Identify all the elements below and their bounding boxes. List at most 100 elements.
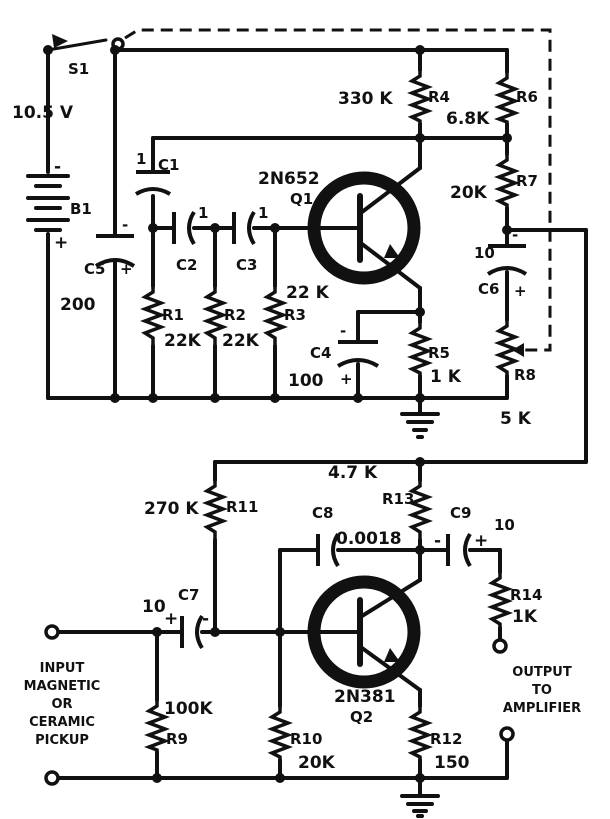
c8-label: C8: [312, 504, 333, 522]
c2-label: C2: [176, 256, 197, 274]
r11-label: R11: [226, 498, 258, 516]
c4-label: C4: [310, 344, 331, 362]
resistor-r5: R5 1 K: [407, 322, 462, 387]
q1-label: Q1: [290, 190, 313, 208]
svg-text:OR: OR: [51, 697, 72, 712]
r13-value: 4.7 K: [328, 463, 378, 483]
output-label: OUTPUT TO AMPLIFIER: [503, 665, 581, 716]
c4-minus: -: [340, 322, 346, 340]
capacitor-c7: 10 + C7 -: [142, 586, 209, 650]
c7-plus: +: [164, 609, 178, 629]
output-terminal-bottom: [499, 726, 515, 742]
c7-value: 10: [142, 597, 166, 617]
resistor-r12: R12 150: [407, 706, 470, 773]
resistor-r7: 20K R7: [450, 154, 538, 208]
c1-label: C1: [158, 156, 179, 174]
c1-value: 1: [136, 150, 146, 168]
ground-icon-lower: [400, 794, 440, 818]
q1-type: 2N652: [258, 169, 320, 189]
r4-label: R4: [428, 88, 450, 106]
r12-value: 150: [434, 753, 470, 773]
battery-minus: -: [54, 157, 61, 177]
r5-label: R5: [428, 344, 450, 362]
battery-label: B1: [70, 200, 92, 218]
svg-text:CERAMIC: CERAMIC: [29, 715, 95, 730]
c9-plus: +: [474, 531, 488, 551]
r3-value: 22 K: [286, 283, 330, 303]
switch-s1: S1: [43, 34, 125, 78]
resistor-r10: R10 20K: [267, 706, 336, 773]
wiper-arrow-icon: [512, 343, 524, 357]
c2-value: 1: [198, 204, 208, 222]
c7-label: C7: [178, 586, 199, 604]
c3-label: C3: [236, 256, 257, 274]
r1-label: R1: [162, 306, 184, 324]
r8-value: 5 K: [500, 409, 532, 429]
resistor-r11: 270 K R11: [144, 480, 258, 540]
r9-label: R9: [166, 730, 188, 748]
c4-value: 100: [288, 371, 324, 391]
battery-voltage: 10.5 V: [12, 103, 74, 123]
capacitor-c6: 10 - C6 +: [474, 226, 528, 300]
output-terminal-top: [492, 638, 508, 654]
capacitor-c1: 1 C1: [134, 150, 179, 196]
switch-label: S1: [68, 60, 89, 78]
ganged-switch-link: [124, 28, 552, 352]
ground-icon-upper: [400, 412, 440, 439]
battery-b1: 10.5 V B1 - +: [12, 103, 92, 253]
r2-label: R2: [224, 306, 246, 324]
q2-type: 2N381: [334, 687, 396, 707]
svg-text:MAGNETIC: MAGNETIC: [24, 679, 101, 694]
c9-value: 10: [494, 516, 515, 534]
r6-value: 6.8K: [446, 109, 490, 129]
r7-value: 20K: [450, 183, 488, 203]
r14-label: R14: [510, 586, 542, 604]
r13-label: R13: [382, 490, 414, 508]
svg-text:OUTPUT: OUTPUT: [512, 665, 572, 680]
c5-value: 200: [60, 295, 96, 315]
svg-text:PICKUP: PICKUP: [35, 733, 89, 748]
c8-value: 0.0018: [336, 529, 402, 549]
transistor-q1: 2N652 Q1: [258, 166, 422, 290]
capacitor-c9: C9 10 - +: [434, 504, 515, 568]
c6-label: C6: [478, 280, 499, 298]
r7-label: R7: [516, 172, 538, 190]
input-terminal-bottom: [44, 770, 60, 786]
r10-value: 20K: [298, 753, 336, 773]
c5-label: C5: [84, 260, 105, 278]
q2-label: Q2: [350, 708, 373, 726]
q2-emitter-arrow-icon: [384, 648, 400, 662]
input-label: INPUT MAGNETIC OR CERAMIC PICKUP: [24, 661, 101, 748]
c7-minus: -: [202, 609, 209, 629]
r9-value: 100K: [164, 699, 213, 719]
resistor-r14: R14 1K: [487, 572, 542, 628]
capacitor-c8: C8 0.0018: [312, 504, 402, 568]
switch-arrow-icon: [52, 34, 68, 48]
potentiometer-r8: R8 5 K: [494, 320, 536, 429]
resistor-r6: R6 6.8K: [446, 72, 538, 129]
transistor-q2: 2N381 Q2: [307, 575, 422, 726]
c5-minus: -: [122, 216, 128, 234]
r11-value: 270 K: [144, 499, 199, 519]
r3-label: R3: [284, 306, 306, 324]
c5-plus: +: [120, 260, 133, 278]
capacitor-c4: C4 - + 100: [288, 322, 380, 391]
c9-minus: -: [434, 531, 441, 551]
resistor-r3: 22 K R3: [262, 283, 330, 346]
c4-plus: +: [340, 370, 353, 388]
svg-text:TO: TO: [532, 683, 552, 698]
r8-label: R8: [514, 366, 536, 384]
junction-dots: [110, 45, 512, 783]
resistor-r9: 100K R9: [144, 699, 213, 752]
r5-value: 1 K: [430, 367, 462, 387]
q1-emitter-arrow-icon: [384, 244, 400, 258]
capacitor-c2: 1 C2: [172, 204, 208, 274]
c6-minus: -: [512, 226, 518, 244]
r1-value: 22K: [164, 331, 202, 351]
input-terminal-top: [44, 624, 60, 640]
c3-value: 1: [258, 204, 268, 222]
capacitor-c5: - + C5 200: [60, 216, 136, 315]
capacitor-c3: 1 C3: [232, 204, 268, 274]
c6-value: 10: [474, 244, 495, 262]
